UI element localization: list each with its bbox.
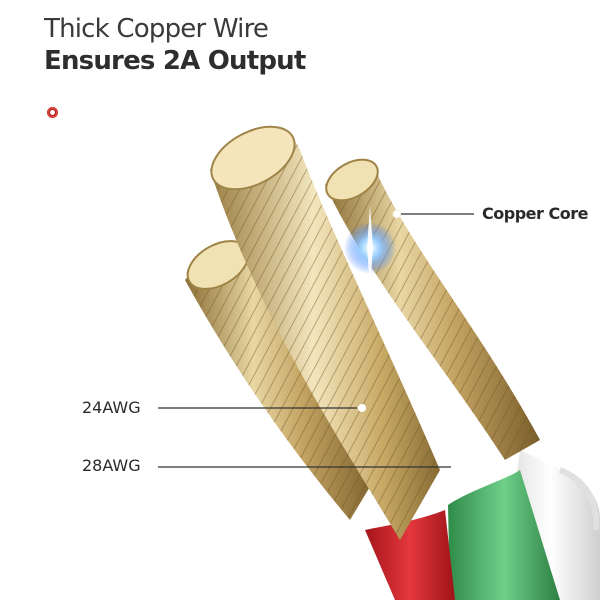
- awg24-label: 24AWG: [82, 398, 141, 417]
- copper-core-label: Copper Core: [482, 204, 588, 223]
- callout-24awg: [158, 404, 366, 412]
- callout-copper-core: [392, 209, 474, 219]
- wire-strand-left: [185, 240, 380, 520]
- callout-28awg: [158, 463, 460, 471]
- wire-strand-center: [210, 125, 440, 540]
- headline-line-2: Ensures 2A Output: [44, 46, 306, 76]
- awg28-label: 28AWG: [82, 456, 141, 475]
- headline-line-1: Thick Copper Wire: [44, 14, 269, 44]
- red-jacket: [365, 510, 455, 600]
- green-jacket: [448, 470, 560, 600]
- red-dot-icon: [47, 107, 58, 118]
